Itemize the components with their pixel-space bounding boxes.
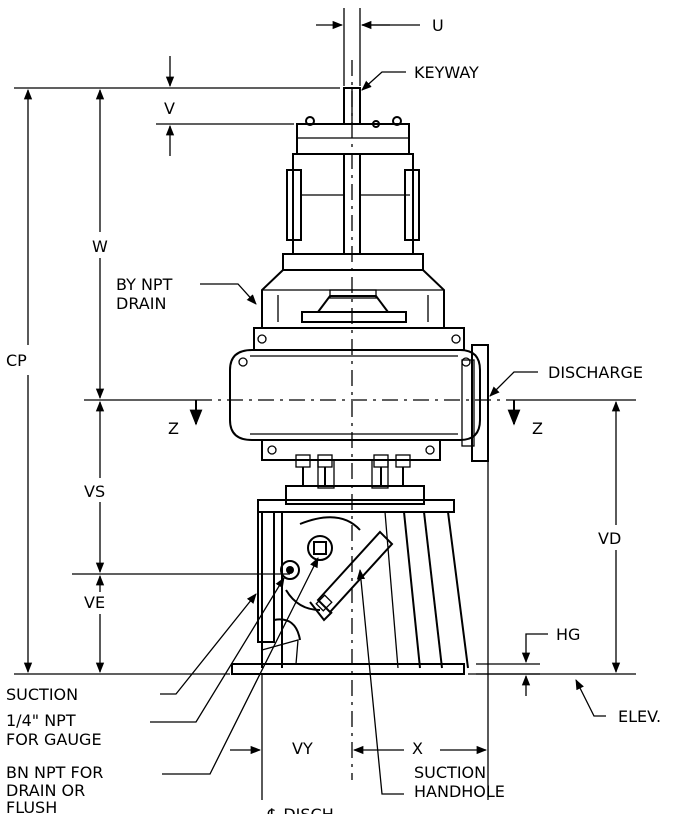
bearing-frame xyxy=(261,269,445,329)
section-z: Z Z xyxy=(168,400,543,438)
label-vd: VD xyxy=(598,529,621,548)
label-by-npt-1: BY NPT xyxy=(116,275,173,294)
label-suction: SUCTION xyxy=(6,685,78,704)
label-bn-npt-3: FLUSH xyxy=(6,798,57,814)
leader-by-npt-drain: BY NPT DRAIN xyxy=(116,275,257,313)
label-handhole-1: SUCTION xyxy=(414,763,486,782)
leader-bn-npt: BN NPT FOR DRAIN OR FLUSH xyxy=(6,557,319,814)
label-by-npt-2: DRAIN xyxy=(116,294,166,313)
label-discharge-cl: ℄ DISCH xyxy=(267,805,334,814)
dim-vd: VD xyxy=(468,399,636,675)
label-cp: CP xyxy=(6,351,27,370)
label-handhole-2: HANDHOLE xyxy=(414,782,505,801)
volute-casing xyxy=(229,349,481,441)
label-npt-gauge-2: FOR GAUGE xyxy=(6,730,102,749)
label-x: X xyxy=(412,739,423,758)
label-discharge: DISCHARGE xyxy=(548,363,643,382)
stud-row xyxy=(295,454,411,489)
leader-keyway: KEYWAY xyxy=(361,63,479,91)
label-v: V xyxy=(164,99,175,118)
leader-elev: ELEV. xyxy=(575,679,661,726)
drain-port xyxy=(307,535,333,561)
gauge-port xyxy=(280,560,300,580)
label-w: W xyxy=(92,237,108,256)
label-hg: HG xyxy=(556,625,580,644)
motor-housing xyxy=(292,153,414,255)
base-plate xyxy=(231,663,465,675)
leader-suction: SUCTION xyxy=(6,593,257,704)
label-bn-npt-2: DRAIN OR xyxy=(6,781,85,800)
pedestal xyxy=(261,511,469,669)
dim-cp: CP xyxy=(6,87,230,675)
discharge-flange xyxy=(471,344,489,462)
dim-vy-x: VY X xyxy=(230,462,489,800)
label-vy: VY xyxy=(292,739,313,758)
dim-v: V xyxy=(156,56,340,156)
label-bn-npt-1: BN NPT FOR xyxy=(6,763,103,782)
dim-vs: VS xyxy=(72,400,290,575)
label-vs: VS xyxy=(84,482,105,501)
label-z-left: Z xyxy=(168,419,179,438)
label-z-right: Z xyxy=(532,419,543,438)
label-u: U xyxy=(432,16,444,35)
label-ve: VE xyxy=(84,593,105,612)
pump-assembly xyxy=(229,87,489,675)
leader-suction-handhole: SUCTION HANDHOLE xyxy=(356,568,505,801)
label-npt-gauge-1: 1/4" NPT xyxy=(6,711,76,730)
leader-gauge: 1/4" NPT FOR GAUGE xyxy=(6,577,285,749)
label-cl-discharge: ℄ DISCH xyxy=(220,805,550,814)
dim-ve: VE xyxy=(84,574,105,674)
bearing-cap xyxy=(296,123,410,155)
dim-hg: HG xyxy=(476,625,580,696)
label-elev: ELEV. xyxy=(618,707,661,726)
label-keyway: KEYWAY xyxy=(414,63,479,82)
leader-discharge: DISCHARGE xyxy=(489,363,643,397)
dim-w: W xyxy=(84,88,196,401)
dim-u: U xyxy=(316,8,444,86)
